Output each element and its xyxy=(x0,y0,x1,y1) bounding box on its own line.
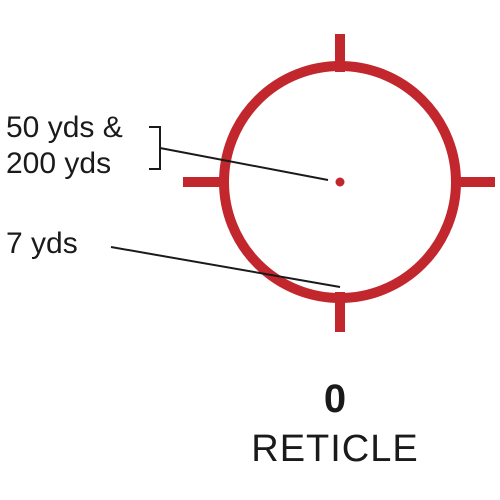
reticle-number: 0 xyxy=(323,377,347,421)
callout-label-200-yds: 200 yds xyxy=(6,147,112,180)
callout-leader-center xyxy=(159,147,329,181)
reticle-tick-left xyxy=(183,177,229,187)
reticle-tick-right xyxy=(451,177,495,187)
reticle-center-dot xyxy=(335,177,345,187)
callout-leader-ring xyxy=(110,246,341,288)
callout-label-50-yds: 50 yds & xyxy=(6,111,123,144)
callout-label-7-yds: 7 yds xyxy=(6,227,78,260)
callout-bracket xyxy=(149,126,161,170)
reticle-name: RETICLE xyxy=(251,428,419,470)
reticle-tick-top xyxy=(335,34,345,72)
reticle-tick-bottom xyxy=(335,292,345,332)
